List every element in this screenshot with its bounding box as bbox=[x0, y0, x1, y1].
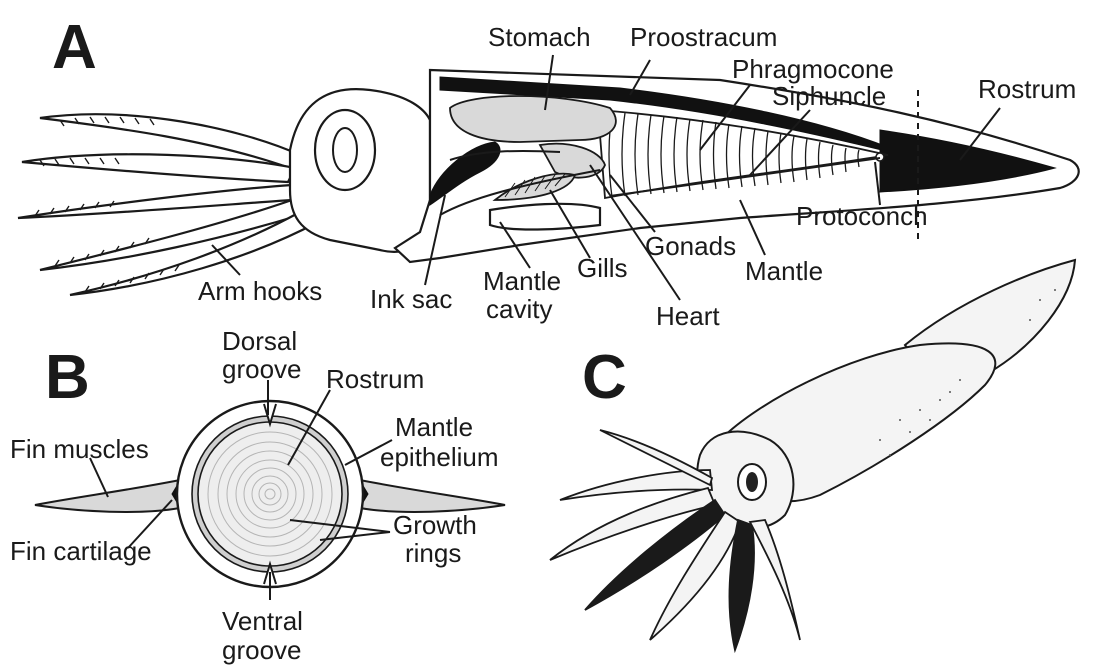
panel-c-letter: C bbox=[582, 343, 627, 412]
label-fin-muscles: Fin muscles bbox=[10, 434, 149, 464]
panel-a: A bbox=[18, 13, 1079, 331]
label-gonads: Gonads bbox=[645, 231, 736, 261]
panel-c: C bbox=[550, 260, 1075, 650]
label-siphuncle: Siphuncle bbox=[772, 81, 886, 111]
label-ventral-groove-line1: Ventral bbox=[222, 606, 303, 636]
label-dorsal-groove-line1: Dorsal bbox=[222, 326, 297, 356]
label-mantle-epithelium-line2: epithelium bbox=[380, 442, 499, 472]
right-fin bbox=[360, 480, 505, 512]
label-phragmocone: Phragmocone bbox=[732, 54, 894, 84]
panel-a-letter: A bbox=[52, 13, 97, 82]
label-rostrum-b: Rostrum bbox=[326, 364, 424, 394]
label-gills: Gills bbox=[577, 253, 628, 283]
label-mantle: Mantle bbox=[745, 256, 823, 286]
label-growth-rings-line2: rings bbox=[405, 538, 461, 568]
rostrum-cross-section bbox=[198, 422, 342, 566]
label-growth-rings-line1: Growth bbox=[393, 510, 477, 540]
label-dorsal-groove-line2: groove bbox=[222, 354, 302, 384]
label-protoconch: Protoconch bbox=[796, 201, 928, 231]
label-ventral-groove-line2: groove bbox=[222, 635, 302, 665]
label-rostrum-a: Rostrum bbox=[978, 74, 1076, 104]
label-heart: Heart bbox=[656, 301, 720, 331]
panel-b: B bbox=[10, 326, 505, 665]
label-fin-cartilage: Fin cartilage bbox=[10, 536, 152, 566]
label-mantle-cavity-line1: Mantle bbox=[483, 266, 561, 296]
protoconch bbox=[876, 153, 884, 161]
squid-pupil bbox=[746, 472, 758, 492]
label-mantle-cavity-line2: cavity bbox=[486, 294, 552, 324]
label-arm-hooks: Arm hooks bbox=[198, 276, 322, 306]
arms bbox=[18, 114, 318, 295]
label-proostracum: Proostracum bbox=[630, 22, 777, 52]
label-stomach: Stomach bbox=[488, 22, 591, 52]
stomach bbox=[450, 96, 616, 142]
label-mantle-epithelium-line1: Mantle bbox=[395, 412, 473, 442]
panel-b-letter: B bbox=[45, 343, 90, 412]
eye-pupil bbox=[333, 128, 357, 172]
label-ink-sac: Ink sac bbox=[370, 284, 452, 314]
